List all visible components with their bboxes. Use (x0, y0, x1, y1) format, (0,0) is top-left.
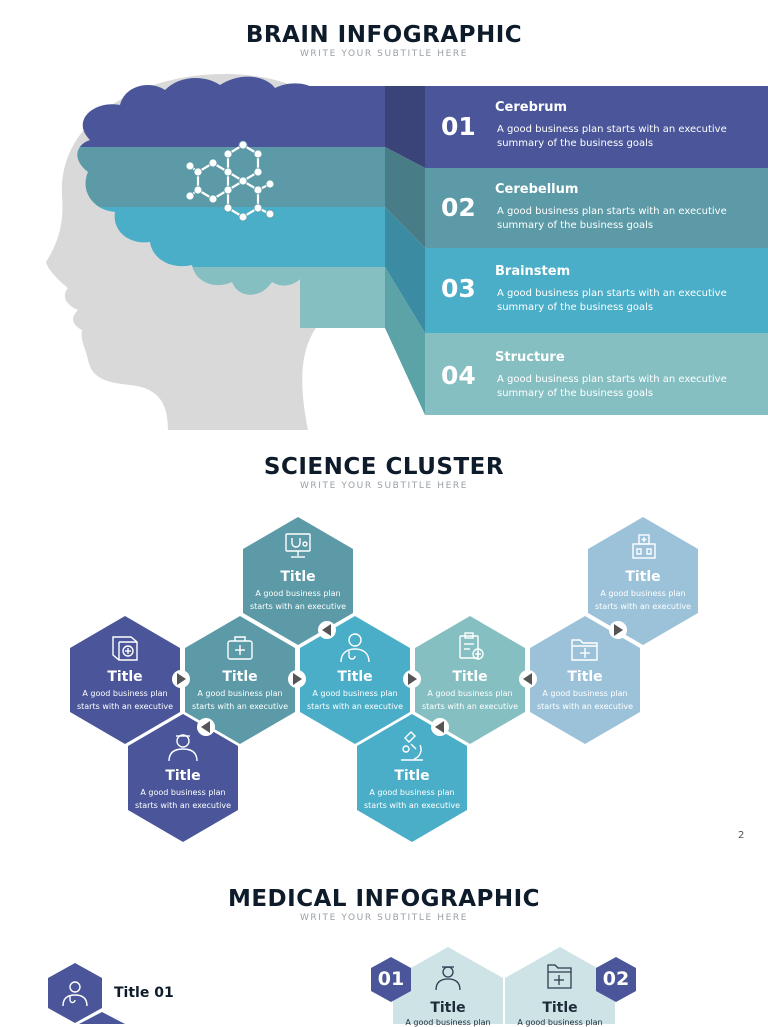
brain-item-number: 01 (441, 112, 476, 141)
hex-title: Title (222, 669, 258, 685)
microscope-icon (401, 731, 423, 761)
brain-title: BRAIN INFOGRAPHIC (245, 22, 523, 48)
hex-label-1: Title A good business plan starts with an… (248, 569, 348, 613)
nurse-icon (168, 734, 198, 762)
brain-item-title: Cerebellum (495, 182, 579, 197)
hex-desc: A good business plan starts with an exec… (306, 689, 404, 711)
monitor-stethoscope-icon (285, 533, 311, 558)
nurse-icon (435, 966, 461, 991)
hex-label-7: Title A good business plan starts with an… (535, 669, 635, 713)
hex-7 (530, 616, 640, 744)
connector-arrows (172, 621, 627, 736)
hex-8 (128, 714, 238, 842)
medical-subtitle: WRITE YOUR SUBTITLE HERE (299, 913, 469, 923)
hex-desc: A good business plan starts with an exec… (594, 589, 692, 611)
hex-desc: A good business plan starts with an exec… (249, 589, 347, 611)
science-subtitle: WRITE YOUR SUBTITLE HERE (299, 481, 469, 491)
science-hex-cluster (70, 517, 698, 842)
brain-item-3: 03 Brainstem A good business plan starts… (425, 248, 768, 333)
hex-label-8: Title A good business plan starts with an… (133, 768, 233, 812)
brain-item-2: 02 Cerebellum A good business plan start… (425, 168, 768, 248)
hex-3 (70, 616, 180, 744)
hex-shapes (70, 517, 698, 842)
card-1 (393, 947, 503, 1024)
clipboard-icon (459, 632, 484, 660)
card-title-2: Title (542, 1000, 578, 1016)
hex-4 (185, 616, 295, 744)
brain-item-desc: A good business plan starts with an exec… (497, 374, 727, 399)
medical-folder-icon (571, 639, 598, 661)
left-item-title: Title 01 (114, 985, 174, 1001)
hex-desc: A good business plan starts with an exec… (363, 788, 461, 810)
card-desc-1: A good business plan (405, 1018, 491, 1027)
hex-title: Title (625, 569, 661, 585)
hex-label-2: Title A good business plan starts with an… (593, 569, 693, 613)
hex-desc: A good business plan starts with an exec… (134, 788, 232, 810)
card-title-1: Title (430, 1000, 466, 1016)
doctor-icon (340, 633, 370, 663)
card-number-2: 02 (602, 968, 630, 990)
hex-title: Title (394, 768, 430, 784)
card-number-1: 01 (377, 968, 405, 990)
hex-title: Title (107, 669, 143, 685)
medicine-box-icon (112, 636, 138, 661)
brain-item-title: Brainstem (495, 264, 571, 279)
hex-5 (300, 616, 410, 744)
num-hex-1 (371, 957, 411, 1002)
brain-item-4: 04 Structure A good business plan starts… (425, 333, 768, 415)
first-aid-kit-icon (227, 636, 253, 660)
hex-desc: A good business plan starts with an exec… (536, 689, 634, 711)
hex-6 (415, 616, 525, 744)
hex-desc: A good business plan starts with an exec… (76, 689, 174, 711)
brain-item-title: Cerebrum (495, 100, 568, 115)
num-hex-2 (596, 957, 636, 1002)
brain-subtitle: WRITE YOUR SUBTITLE HERE (299, 49, 469, 59)
hex-label-9: Title A good business plan starts with an… (362, 768, 462, 812)
brain-item-number: 03 (441, 274, 476, 303)
hex-2 (588, 517, 698, 645)
card-desc-2: A good business plan (517, 1018, 603, 1027)
brain-item-1: 01 Cerebrum A good business plan starts … (425, 86, 768, 168)
brain-illustration (46, 73, 425, 430)
brain-item-number: 02 (441, 193, 476, 222)
hospital-building-icon (632, 534, 656, 559)
doctor-icon (62, 981, 88, 1007)
hex-desc: A good business plan starts with an exec… (191, 689, 289, 711)
hex-title: Title (337, 669, 373, 685)
card-2 (505, 947, 615, 1024)
medical-folder-icon (547, 964, 572, 989)
hex-title: Title (567, 669, 603, 685)
science-title: SCIENCE CLUSTER (263, 454, 505, 480)
hex-title: Title (280, 569, 316, 585)
hex-9 (357, 714, 467, 842)
left-hex (48, 963, 102, 1023)
brain-item-desc: A good business plan starts with an exec… (497, 206, 727, 231)
hex-desc: A good business plan starts with an exec… (421, 689, 519, 711)
hex-label-6: Title A good business plan starts with an… (420, 669, 520, 713)
hex-label-5: Title A good business plan starts with an… (305, 669, 405, 713)
brain-item-desc: A good business plan starts with an exec… (497, 288, 727, 313)
page-number: 2 (738, 830, 745, 841)
hex-label-3: Title A good business plan starts with an… (75, 669, 175, 713)
brain-item-number: 04 (441, 361, 476, 390)
hex-1 (243, 517, 353, 645)
brain-item-desc: A good business plan starts with an exec… (497, 124, 727, 149)
medical-graphics (48, 947, 636, 1024)
medical-title: MEDICAL INFOGRAPHIC (227, 886, 541, 912)
hex-label-4: Title A good business plan starts with an… (190, 669, 290, 713)
hex-title: Title (165, 768, 201, 784)
brain-item-title: Structure (495, 350, 565, 365)
hex-title: Title (452, 669, 488, 685)
